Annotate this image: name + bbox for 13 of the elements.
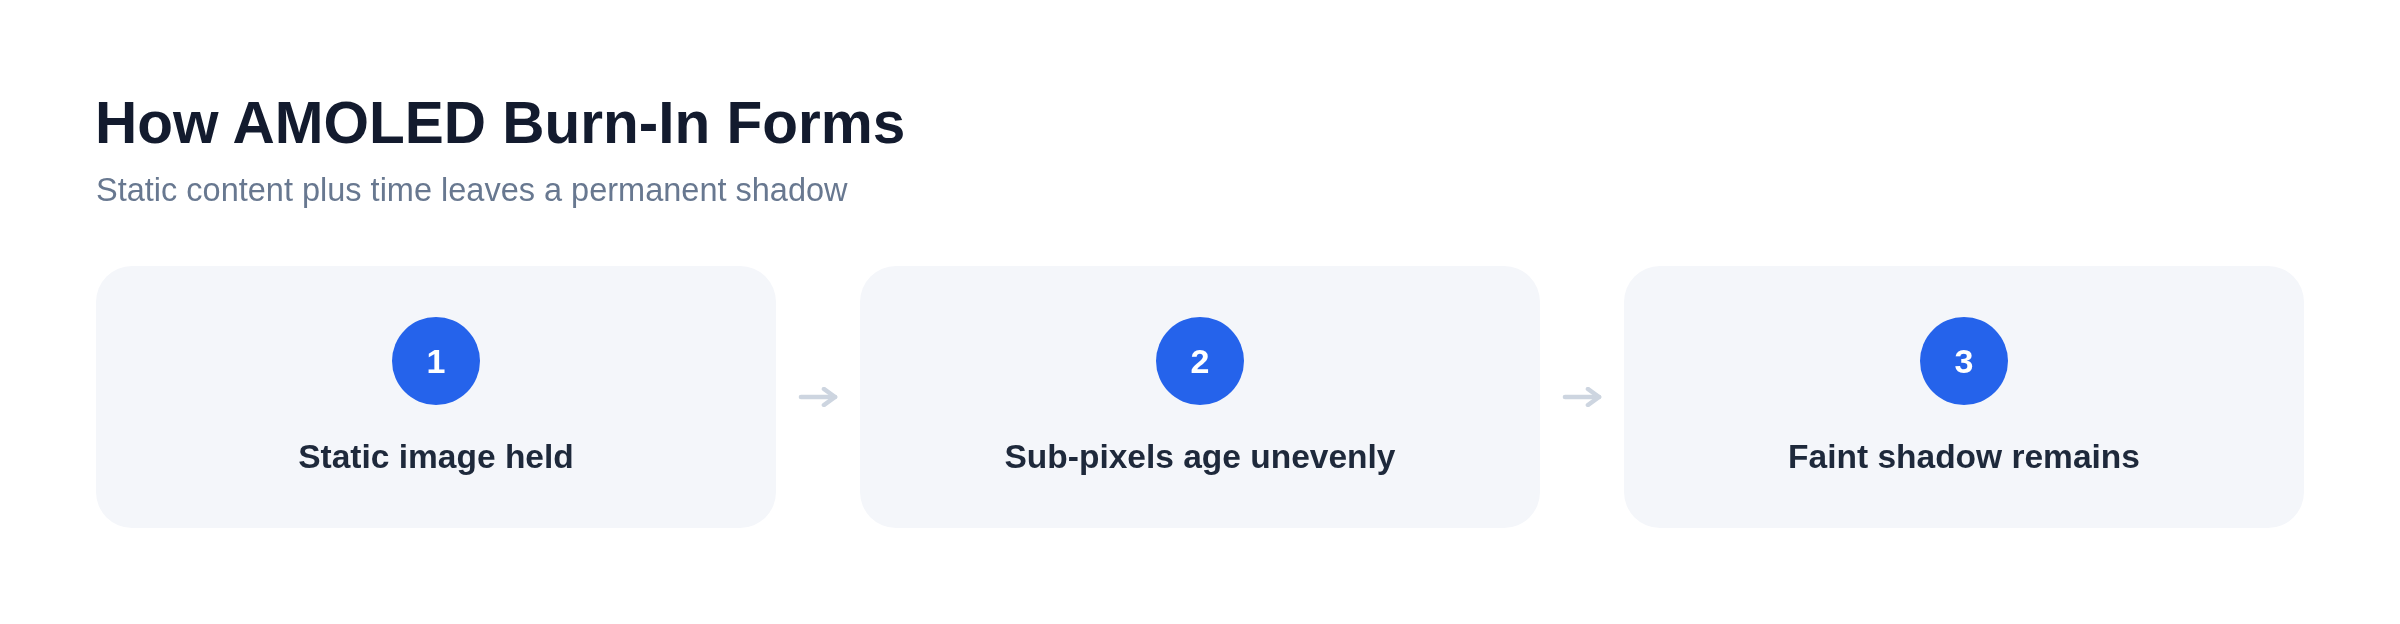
- step-card: [96, 266, 776, 528]
- step-number: 2: [1190, 344, 1210, 378]
- step-number: 3: [1954, 344, 1974, 378]
- arrow: [1562, 386, 1602, 408]
- arrow: [798, 386, 838, 408]
- step-label: Sub-pixels age unevenly: [1004, 438, 1396, 475]
- step-card: [860, 266, 1540, 528]
- subtitle: Static content plus time leaves a permanent shadow: [96, 171, 848, 210]
- step-label: Faint shadow remains: [1788, 438, 2140, 475]
- step-card: [1624, 266, 2304, 528]
- step-number: 1: [426, 344, 446, 378]
- step-label: Static image held: [298, 438, 574, 475]
- title: How AMOLED Burn-In Forms: [95, 89, 906, 157]
